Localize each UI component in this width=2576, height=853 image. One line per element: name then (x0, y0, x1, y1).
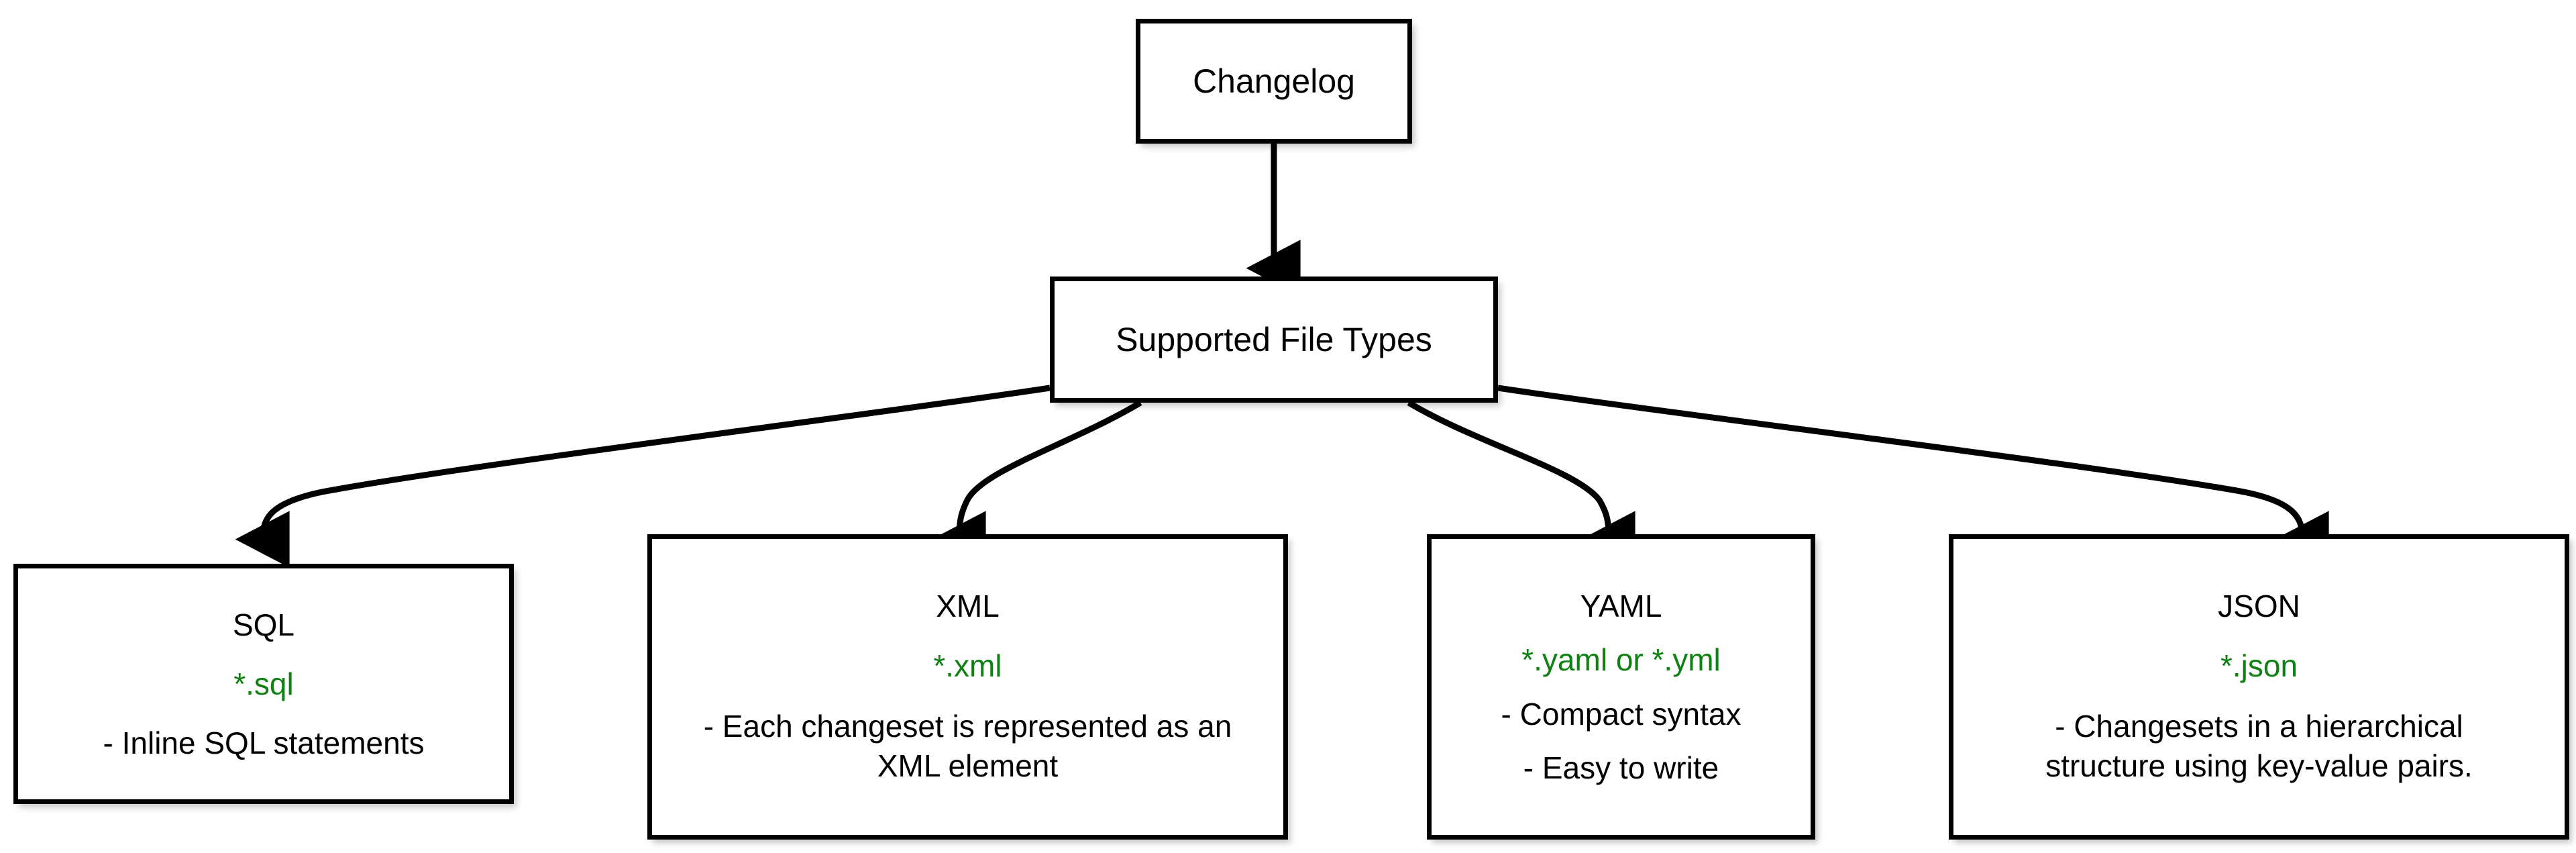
node-sql-extension: *.sql (233, 666, 294, 701)
node-supported-file-types-title: Supported File Types (1116, 320, 1432, 358)
node-sql-title: SQL (232, 607, 295, 642)
node-json-description: - Changesets in a hierarchical structure… (2045, 708, 2473, 783)
node-json-title: JSON (2218, 589, 2300, 624)
node-yaml[interactable]: YAML *.yaml or *.yml - Compact syntax - … (1427, 534, 1815, 840)
node-changelog-title: Changelog (1193, 62, 1355, 100)
node-xml-description: - Each changeset is represented as an XM… (703, 708, 1232, 783)
node-json-extension: *.json (2220, 648, 2298, 683)
node-xml-title: XML (936, 589, 1000, 624)
node-xml-extension: *.xml (933, 648, 1002, 683)
node-xml[interactable]: XML *.xml - Each changeset is represente… (647, 534, 1288, 840)
node-yaml-description-line2: - Easy to write (1523, 750, 1719, 785)
node-changelog[interactable]: Changelog (1136, 19, 1412, 144)
edge-supported-to-xml (931, 400, 1142, 568)
node-sql-description: - Inline SQL statements (103, 725, 425, 761)
edge-supported-to-yaml (1407, 400, 1635, 568)
node-sql[interactable]: SQL *.sql - Inline SQL statements (13, 564, 514, 804)
node-json[interactable]: JSON *.json - Changesets in a hierarchic… (1949, 534, 2569, 840)
edge-supported-to-sql (235, 385, 1051, 568)
node-supported-file-types[interactable]: Supported File Types (1050, 277, 1498, 403)
node-yaml-description-line1: - Compact syntax (1501, 696, 1741, 732)
edge-supported-to-json (1497, 385, 2329, 568)
node-yaml-title: YAML (1580, 588, 1662, 623)
node-yaml-extension: *.yaml or *.yml (1521, 642, 1721, 678)
